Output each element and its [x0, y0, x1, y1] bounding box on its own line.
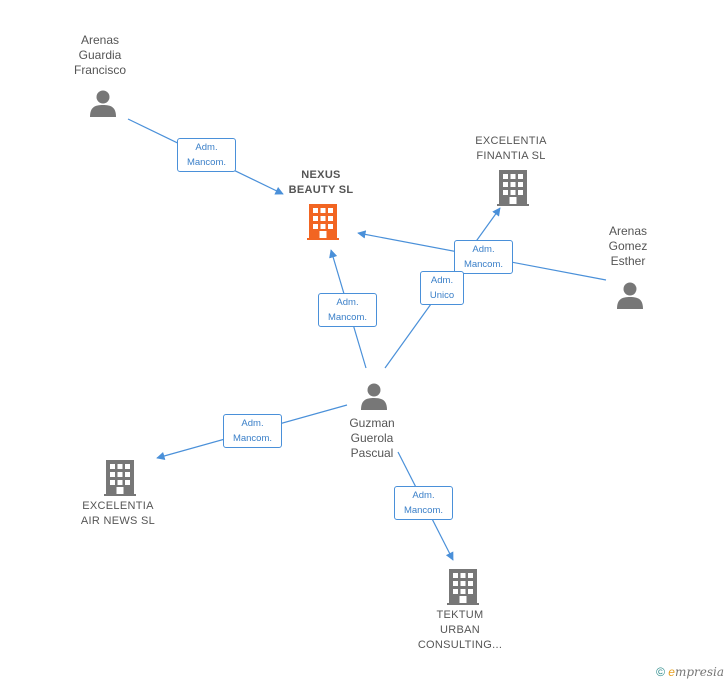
edge-label-adm-mancom: Adm. Mancom.	[223, 414, 282, 448]
building-icon[interactable]	[447, 569, 479, 605]
edge-label-adm-unico: Adm. Unico	[420, 271, 464, 305]
brand-logo-text: mpresia	[674, 665, 724, 679]
brand-logo-initial: e	[668, 665, 675, 679]
company-label-nexus[interactable]: NEXUS BEAUTY SL	[288, 169, 354, 196]
edge-label-adm-mancom: Adm. Mancom.	[454, 240, 513, 274]
company-label-tektum[interactable]: TEKTUM URBAN CONSULTING...	[417, 609, 503, 651]
person-label-arenas-gomez[interactable]: Arenas Gomez Esther	[608, 224, 648, 268]
company-label-finantia[interactable]: EXCELENTIA FINANTIA SL	[475, 135, 547, 162]
edge-label-adm-mancom: Adm. Mancom.	[318, 293, 377, 327]
company-label-airnews[interactable]: EXCELENTIA AIR NEWS SL	[80, 500, 156, 527]
person-icon[interactable]	[359, 381, 389, 411]
person-label-arenas-guardia[interactable]: Arenas Guardia Francisco	[73, 33, 126, 77]
building-icon-highlight[interactable]	[307, 204, 339, 240]
building-icon[interactable]	[104, 460, 136, 496]
person-label-guzman-guerola[interactable]: Guzman Guerola Pascual	[349, 416, 395, 460]
copyright-symbol: ©	[656, 665, 665, 679]
edge-label-adm-mancom: Adm. Mancom.	[177, 138, 236, 172]
building-icon[interactable]	[497, 170, 529, 206]
person-icon[interactable]	[615, 280, 645, 310]
edge-label-adm-mancom: Adm. Mancom.	[394, 486, 453, 520]
person-icon[interactable]	[88, 88, 118, 118]
footer-copyright: © empresia	[656, 665, 724, 679]
